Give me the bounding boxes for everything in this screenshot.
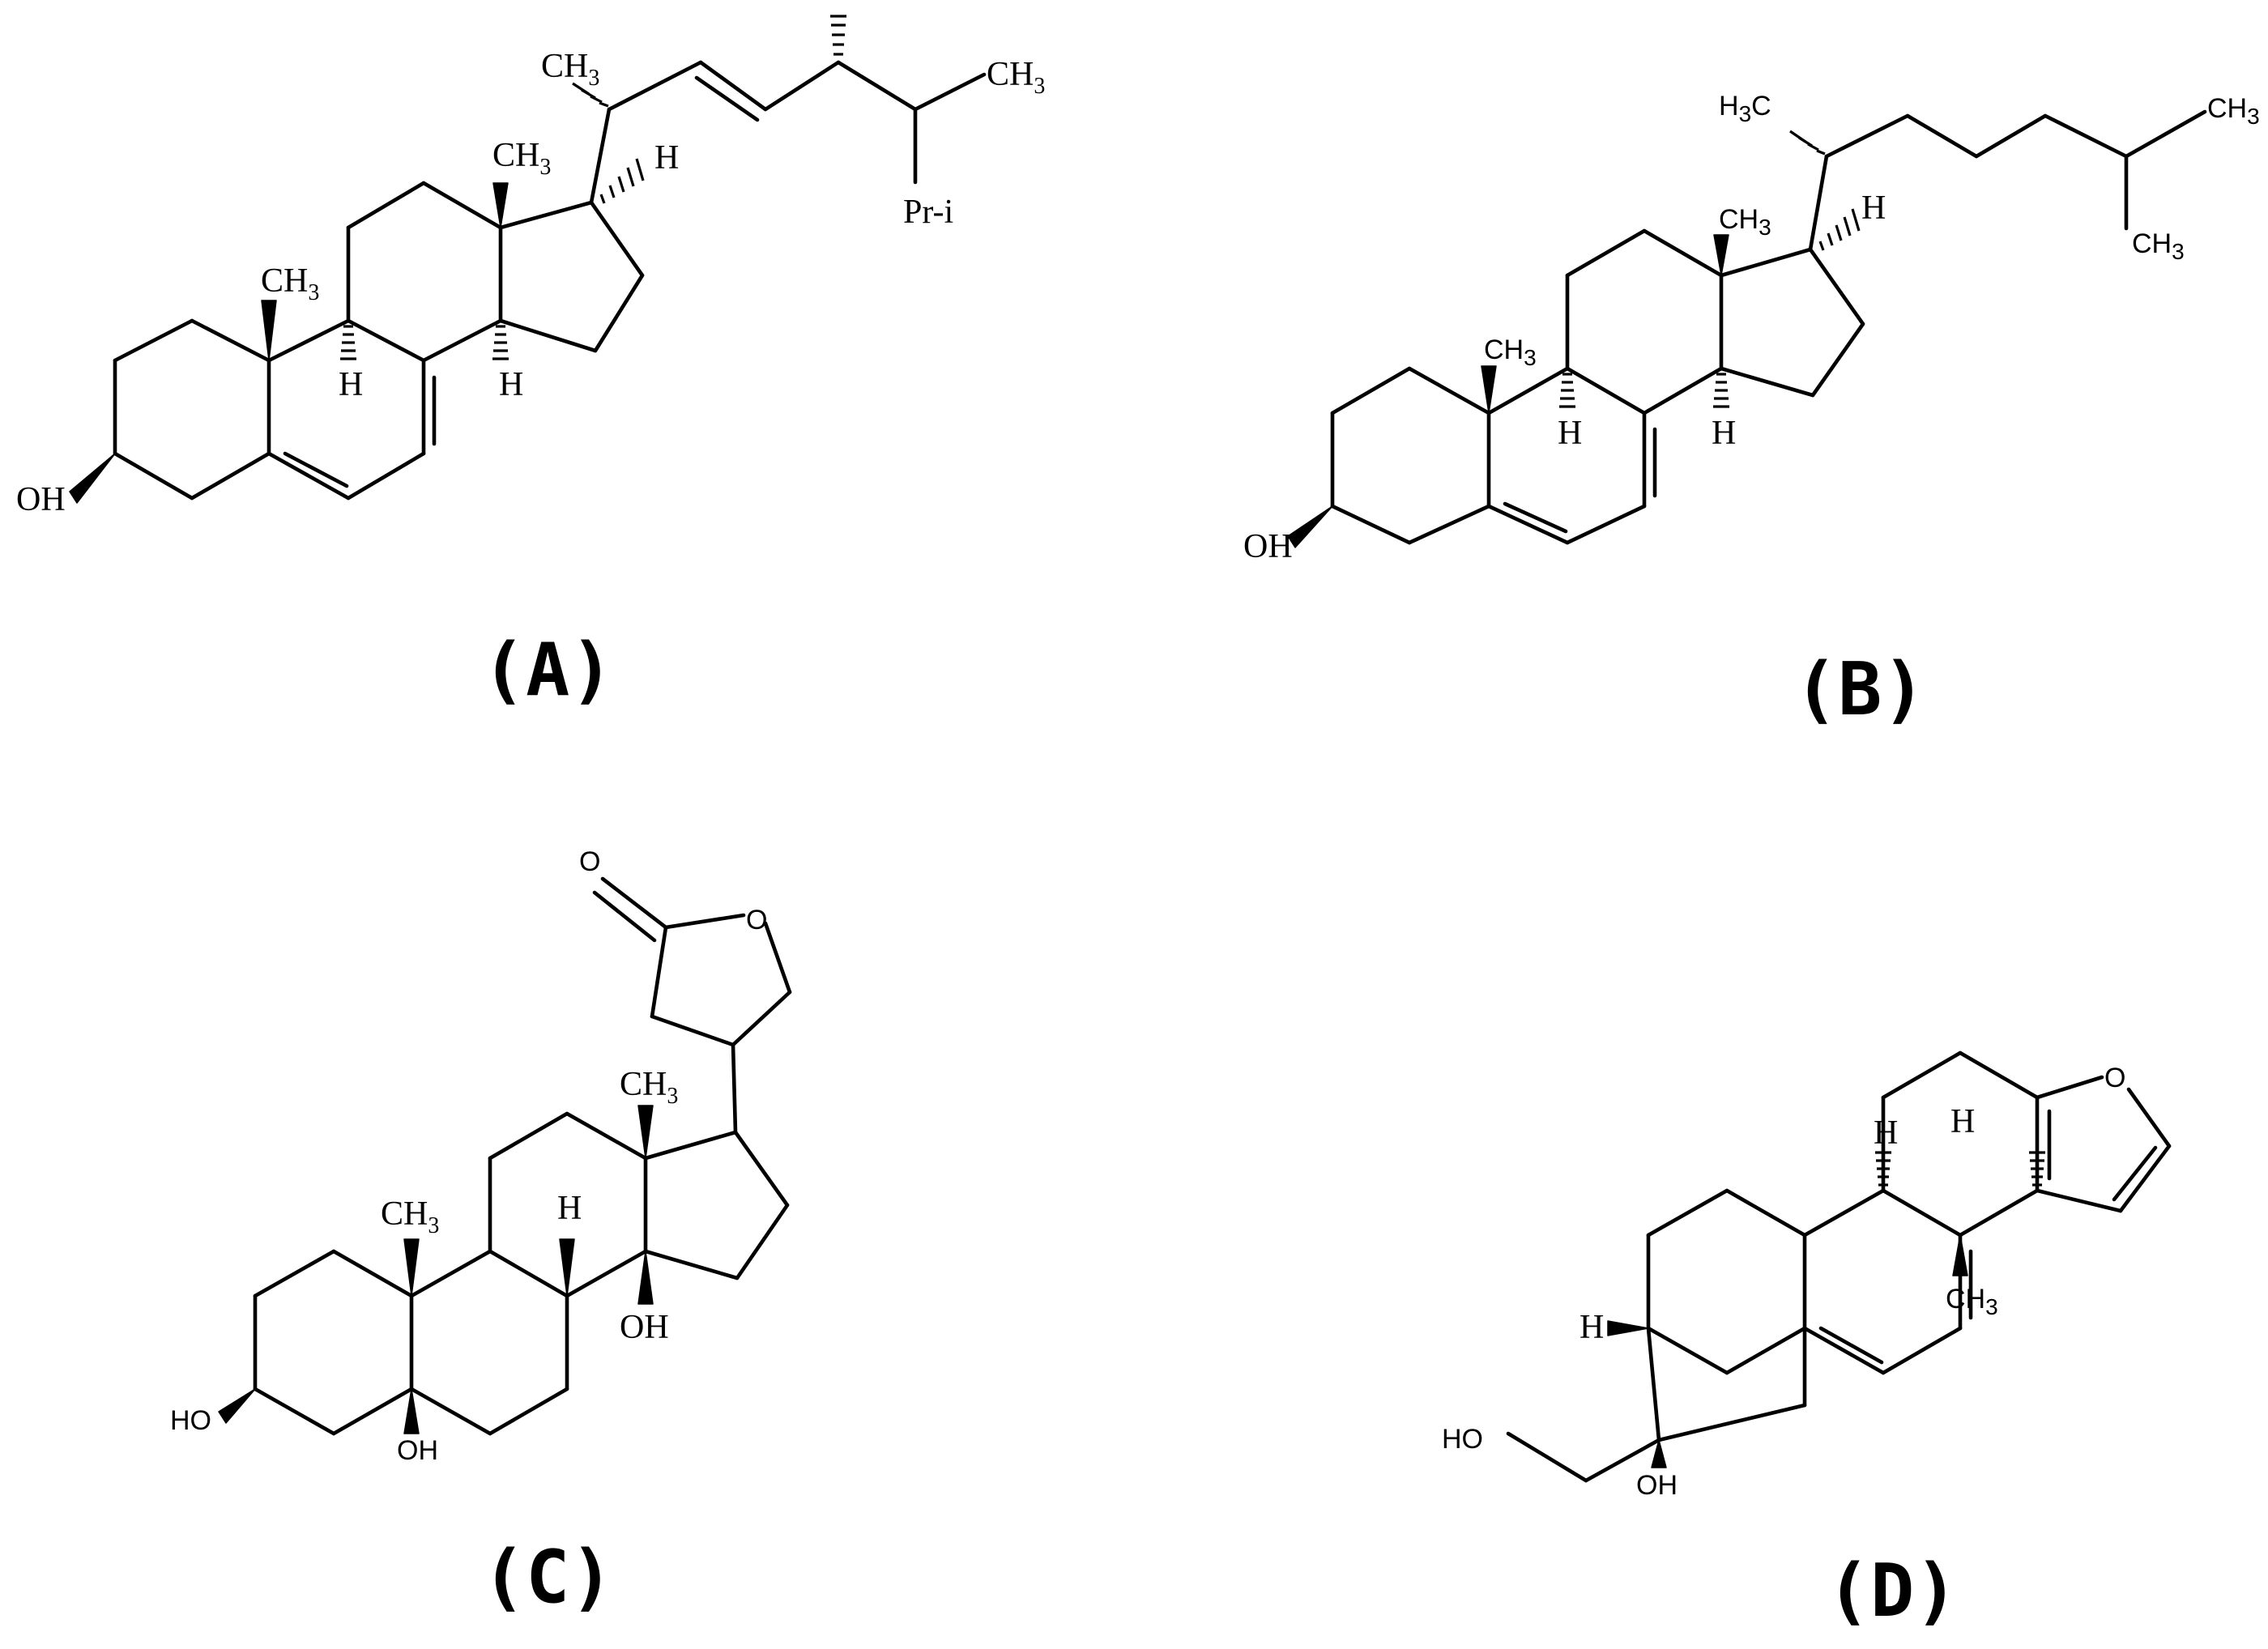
label-ch3-c27: CH3	[2132, 228, 2185, 264]
structure-d-bonds	[1506, 1050, 2172, 1483]
structure-c: O O CH3 CH3 H OH HO OH (C)	[170, 846, 792, 1620]
structure-b-bonds	[1330, 109, 2207, 545]
wedge-oh-c14	[637, 1251, 654, 1305]
hash-h-c8	[2029, 1151, 2045, 1187]
hash-ch3-c20	[572, 82, 609, 108]
label-ch3-c19: CH3	[381, 1195, 439, 1238]
label-ch3-c18: CH3	[492, 137, 551, 180]
label-ch3-c18: CH3	[620, 1066, 678, 1109]
label-ch3-c19: CH3	[1946, 1284, 1998, 1319]
panel-label-b: (B)	[1794, 647, 1926, 732]
label-h-c14: H	[1712, 415, 1736, 452]
wedge-ch3-c10	[261, 300, 277, 361]
panel-label-d: (D)	[1827, 1549, 1959, 1634]
label-h3c-c21: H3C	[1719, 91, 1771, 126]
structure-c-bonds	[253, 876, 792, 1436]
hash-ch3-c20	[1789, 130, 1826, 156]
label-ch3-c26: CH3	[2207, 93, 2260, 129]
hash-h-c9	[340, 325, 356, 360]
structure-d: O H H CH3 H HO OH (D)	[1442, 1050, 2172, 1634]
label-o-furan: O	[2104, 1063, 2125, 1093]
wedge-oh-c4	[1651, 1439, 1667, 1468]
label-ch3-c26: CH3	[987, 56, 1045, 99]
label-ho: HO	[1442, 1424, 1483, 1455]
wedge-oh-c3	[69, 453, 116, 504]
panel-label-a: (A)	[482, 628, 614, 713]
wedge-h-c3	[1607, 1320, 1649, 1336]
label-h-c14: H	[499, 366, 523, 403]
label-h-c9: H	[339, 366, 363, 403]
wedge-oh-c3	[1287, 505, 1333, 548]
hash-h-c9	[1559, 373, 1575, 408]
label-h-left: H	[1580, 1309, 1604, 1346]
label-ch3-c21: CH3	[541, 48, 599, 91]
label-isopropyl: Pr-i	[903, 194, 953, 231]
label-h-c9: H	[1874, 1114, 1898, 1152]
label-ch3-c18: CH3	[1719, 204, 1771, 240]
wedge-ch3-c10	[1481, 365, 1497, 414]
wedge-ch3-c13	[492, 182, 509, 228]
label-h-c8: H	[1950, 1103, 1975, 1140]
label-ho-c3: HO	[170, 1405, 211, 1436]
label-oh-c14: OH	[620, 1309, 669, 1346]
wedge-ho-c3	[218, 1388, 256, 1424]
panel-label-c: (C)	[482, 1535, 614, 1620]
wedge-h-c8	[559, 1238, 575, 1297]
structure-a: CH3 CH3 Pr-i CH3 H CH3 H H OH (A)	[16, 15, 1045, 713]
label-ch3-c19: CH3	[261, 262, 319, 305]
wedge-ch3-c13	[637, 1105, 654, 1159]
label-h-c17: H	[1861, 190, 1886, 227]
hash-h-c14	[1713, 373, 1729, 408]
wedge-ch3-c13	[1713, 234, 1729, 276]
hash-h-c17	[1818, 208, 1861, 251]
structure-b: H3C CH3 CH3 CH3 H CH3 H H OH (B)	[1243, 91, 2260, 732]
structure-a-bonds	[113, 60, 987, 501]
label-oh-c3: OH	[1243, 528, 1293, 565]
label-oh-c3: OH	[16, 481, 66, 518]
hash-h-c17	[599, 158, 645, 204]
label-oh-c5: OH	[397, 1435, 438, 1466]
label-h-c8: H	[557, 1190, 582, 1227]
label-oh: OH	[1636, 1470, 1678, 1501]
wedge-oh-c5	[403, 1388, 420, 1434]
hash-h-c14	[492, 325, 509, 360]
label-ch3-c19: CH3	[1484, 334, 1537, 370]
label-o-lactone: O	[746, 905, 767, 935]
wedge-ch3-c10	[403, 1238, 420, 1297]
label-h-c9: H	[1558, 415, 1582, 452]
wedge-ch3-c10	[1952, 1234, 1968, 1276]
label-o-carbonyl: O	[579, 846, 600, 877]
label-h-c17: H	[654, 139, 679, 177]
hash-ch3-c24	[830, 15, 846, 56]
hash-h-c9	[1875, 1151, 1891, 1187]
